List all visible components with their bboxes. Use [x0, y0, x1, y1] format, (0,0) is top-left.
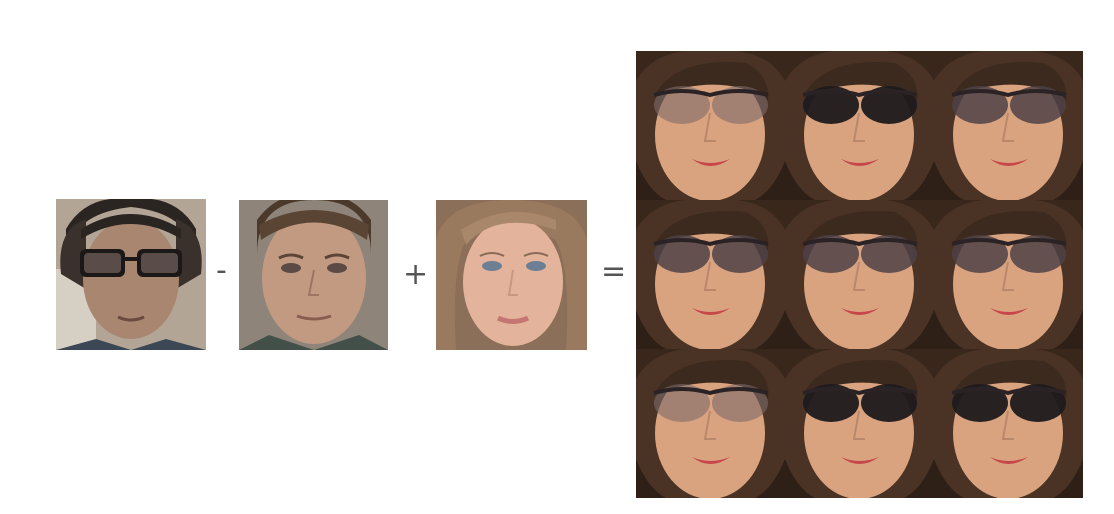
- generated-face-6: [934, 200, 1083, 349]
- generated-face-3: [934, 51, 1083, 200]
- woman-with-sunglasses-image: [636, 200, 785, 349]
- woman-with-sunglasses-image: [785, 51, 934, 200]
- generated-face-8: [785, 349, 934, 498]
- man-with-glasses-image: [56, 199, 206, 350]
- woman-with-sunglasses-image: [636, 349, 785, 498]
- generated-face-7: [636, 349, 785, 498]
- input-face-man-without-glasses: [239, 200, 388, 350]
- generated-face-9: [934, 349, 1083, 498]
- generated-face-5: [785, 200, 934, 349]
- woman-with-sunglasses-image: [934, 200, 1083, 349]
- generated-face-2: [785, 51, 934, 200]
- woman-with-sunglasses-image: [785, 349, 934, 498]
- generated-face-4: [636, 200, 785, 349]
- woman-without-glasses-image: [436, 200, 587, 350]
- generated-face-1: [636, 51, 785, 200]
- result-grid: [636, 51, 1083, 498]
- man-without-glasses-image: [239, 200, 388, 350]
- minus-operator: -: [216, 253, 227, 288]
- plus-operator: +: [403, 257, 429, 292]
- input-face-woman-without-glasses: [436, 200, 587, 350]
- input-face-man-with-glasses: [56, 199, 206, 350]
- woman-with-sunglasses-image: [785, 200, 934, 349]
- equals-operator: =: [601, 254, 627, 289]
- woman-with-sunglasses-image: [934, 349, 1083, 498]
- woman-with-sunglasses-image: [934, 51, 1083, 200]
- woman-with-sunglasses-image: [636, 51, 785, 200]
